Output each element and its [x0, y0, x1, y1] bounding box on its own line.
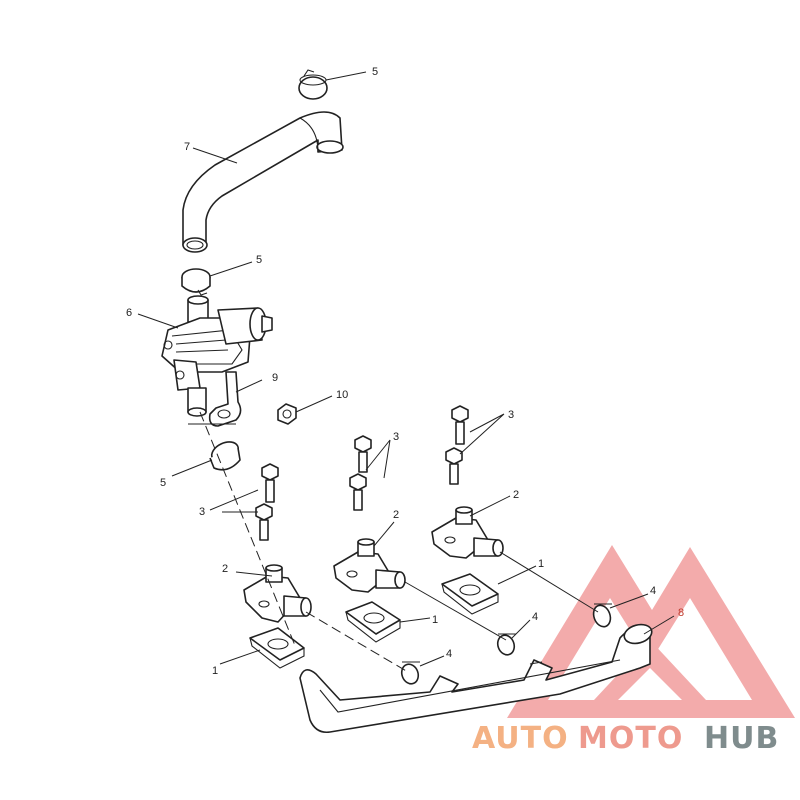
callout-5-low: 5: [160, 477, 166, 489]
bolt-mid-upper: [354, 435, 372, 473]
callout-4-left: 4: [446, 648, 452, 660]
callout-10: 10: [336, 389, 348, 401]
callout-3-mid: 3: [393, 431, 399, 443]
callout-4-right: 4: [650, 585, 656, 597]
gasket-mid: [345, 601, 401, 643]
callout-2-left: 2: [222, 563, 228, 575]
callout-6: 6: [126, 307, 132, 319]
callout-1-right: 1: [538, 558, 544, 570]
callout-2-right: 2: [513, 489, 519, 501]
bolt-mid-lower: [349, 473, 367, 511]
svg-text:AUTO: AUTO: [472, 721, 569, 756]
hex-nut: [277, 403, 297, 425]
gasket-right: [441, 573, 499, 615]
callout-3-left: 3: [199, 506, 205, 518]
callout-8: 8: [678, 607, 684, 619]
small-clamp-mid: [496, 633, 516, 656]
mounting-bracket: [208, 371, 242, 427]
air-hose: [182, 111, 344, 253]
hose-clamp-mid: [181, 268, 211, 296]
flange-pipe-mid: [333, 538, 406, 593]
air-distribution-pipe: [299, 623, 653, 734]
callout-1-left: 1: [212, 665, 218, 677]
callout-9: 9: [272, 372, 278, 384]
small-clamp-left: [400, 661, 420, 685]
callout-3-right: 3: [508, 409, 514, 421]
small-clamp-right: [592, 603, 612, 628]
air-injection-valve: [161, 295, 273, 417]
bolt-left-lower: [255, 503, 273, 541]
callout-5-top: 5: [372, 66, 378, 78]
flange-pipe-right: [431, 506, 504, 559]
bolt-right-upper: [451, 405, 469, 445]
gasket-left: [249, 627, 305, 669]
callout-5-mid: 5: [256, 254, 262, 266]
leader-lines: [137, 71, 675, 667]
svg-text:MOTO: MOTO: [578, 721, 683, 756]
alignment-lines: [188, 411, 599, 673]
watermark-text: AUTO MOTO HUB: [472, 721, 779, 756]
bolt-right-lower: [445, 447, 463, 485]
bolt-left-upper: [261, 463, 279, 503]
hose-clamp-top: [298, 69, 328, 100]
callout-1-mid: 1: [432, 614, 438, 626]
callout-2-mid: 2: [393, 509, 399, 521]
callout-7: 7: [184, 141, 190, 153]
hose-clamp-low: [209, 441, 241, 471]
svg-text:HUB: HUB: [704, 721, 779, 756]
callout-4-mid: 4: [532, 611, 538, 623]
